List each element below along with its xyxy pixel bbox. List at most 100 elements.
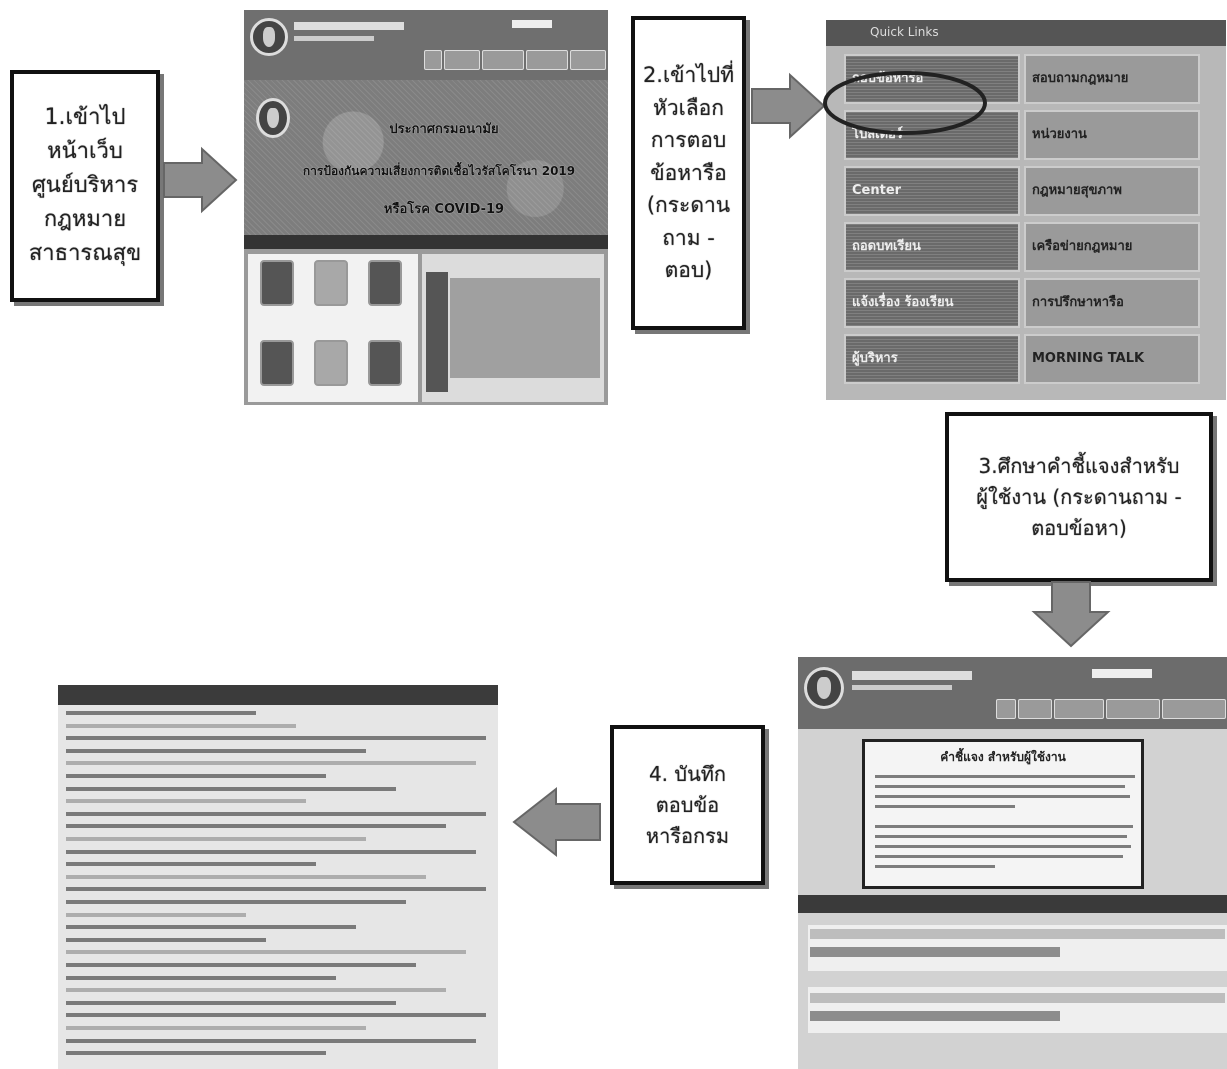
homepage-tile-1[interactable] [260,260,294,306]
record-row-line [66,849,476,854]
notice-text-line [875,865,995,868]
record-row-line [66,799,306,804]
banner-line-1: ประกาศกรมอนามัย [389,122,499,137]
quick-link-tile[interactable]: Center [844,166,1020,216]
record-row-line [66,774,326,778]
record-row-line [66,912,246,917]
forum-site-name [852,671,972,680]
record-row-line [66,1038,476,1043]
homepage-nav-4[interactable] [570,50,606,70]
quick-link-label: แจ้งเรื่อง ร้องเรียน [852,295,954,310]
homepage-tile-3[interactable] [368,260,402,306]
step-1-box: 1.เข้าไป หน้าเว็บ ศูนย์บริหาร กฎหมาย สาธ… [10,70,160,302]
homepage-news-thumb [426,272,448,392]
forum-table-2-row[interactable] [810,1011,1060,1021]
quick-link-label: ถอดบทเรียน [852,239,921,254]
homepage-site-name [294,22,404,30]
forum-home-button[interactable] [996,699,1016,719]
arrow-right-1 [160,145,240,215]
homepage-nav-3[interactable] [526,50,568,70]
record-row-line [66,937,266,942]
arrow-left-4 [510,785,604,859]
notice-text-line [875,835,1127,838]
forum-table-1-row[interactable] [810,947,1060,957]
record-row-line [66,887,486,892]
quick-link-tile[interactable]: ถอดบทเรียน [844,222,1020,272]
record-row-line [66,862,316,867]
record-row-line [66,874,426,879]
homepage-tile-5[interactable] [314,340,348,386]
step-4-box: 4. บันทึก ตอบข้อ หารือกรม [610,725,765,885]
record-row-line [66,723,296,728]
notice-text-line [875,825,1133,828]
step-3-text: 3.ศึกษาคำชี้แจงสำหรับ ผู้ใช้งาน (กระดานถ… [976,453,1182,540]
step-2-text: 2.เข้าไปที่ หัวเลือก การตอบ ข้อหารือ (กร… [642,63,735,283]
quick-link-tile[interactable]: หน่วยงาน [1024,110,1200,160]
forum-screenshot: คำชี้แจง สำหรับผู้ใช้งาน [798,657,1227,1069]
homepage-home-button[interactable] [424,50,442,70]
record-row-line [66,1000,396,1005]
record-list-header [58,685,498,705]
quick-link-label: สอบถามกฎหมาย [1032,71,1129,86]
homepage-tile-2[interactable] [314,260,348,306]
quick-link-tile[interactable]: ผู้บริหาร [844,334,1020,384]
quick-link-tile[interactable]: กฎหมายสุขภาพ [1024,166,1200,216]
record-row-line [66,824,446,829]
step-1-text: 1.เข้าไป หน้าเว็บ ศูนย์บริหาร กฎหมาย สาธ… [28,104,142,267]
record-row-line [66,711,256,715]
homepage-news-video [450,278,600,378]
forum-table-1-header [810,929,1225,939]
record-row-line [66,1026,366,1030]
quick-links-screenshot: Quick Links ถอบข้อหารือสอบถามกฎหมายโปสเต… [826,20,1226,400]
step-4-text: 4. บันทึก ตอบข้อ หารือกรม [645,761,730,848]
record-row-line [66,925,356,930]
record-row-line [66,786,396,791]
homepage-search[interactable] [512,20,552,28]
arrow-down-3 [1030,580,1112,650]
forum-search[interactable] [1092,669,1152,678]
record-row-line [66,837,366,841]
record-row-line [66,1051,326,1056]
quick-links-header [826,20,1226,46]
quick-link-highlight [820,68,990,142]
quick-link-label: MORNING TALK [1032,351,1145,366]
quick-links-title: Quick Links [870,25,939,39]
record-row-line [66,900,406,904]
quick-link-tile[interactable]: การปรึกษาหารือ [1024,278,1200,328]
quick-link-label: Center [852,183,902,198]
quick-link-label: เครือข่ายกฎหมาย [1032,239,1133,254]
forum-nav-1[interactable] [1018,699,1052,719]
homepage-tile-4[interactable] [260,340,294,386]
quick-link-label: กฎหมายสุขภาพ [1032,183,1122,198]
homepage-logo [250,18,288,56]
banner-logo [256,98,290,138]
homepage-tile-6[interactable] [368,340,402,386]
record-row-line [66,1013,486,1018]
notice-text-line [875,785,1125,788]
homepage-nav-2[interactable] [482,50,524,70]
quick-link-tile[interactable]: แจ้งเรื่อง ร้องเรียน [844,278,1020,328]
quick-link-tile[interactable]: เครือข่ายกฎหมาย [1024,222,1200,272]
quick-link-label: การปรึกษาหารือ [1032,295,1124,310]
forum-table-2-header [810,993,1225,1003]
record-row-line [66,811,486,816]
forum-notice-title: คำชี้แจง สำหรับผู้ใช้งาน [940,750,1066,764]
record-row-line [66,988,446,993]
notice-text-line [875,805,1015,808]
quick-link-tile[interactable]: สอบถามกฎหมาย [1024,54,1200,104]
forum-notice-box: คำชี้แจง สำหรับผู้ใช้งาน [862,739,1144,889]
forum-nav-4[interactable] [1162,699,1226,719]
notice-text-line [875,845,1131,848]
forum-nav-2[interactable] [1054,699,1104,719]
quick-link-tile[interactable]: MORNING TALK [1024,334,1200,384]
banner-line-3: หรือโรค COVID-19 [383,202,505,217]
forum-site-subname [852,685,952,690]
quick-link-tile[interactable]: โปสเตอร์ [844,110,1020,160]
record-row-line [66,963,416,967]
record-list-body [58,707,498,1069]
forum-nav-3[interactable] [1106,699,1160,719]
record-row-line [66,748,366,753]
homepage-nav-1[interactable] [444,50,480,70]
homepage-screenshot: ประกาศกรมอนามัย การป้องกันความเสี่ยงการต… [244,10,608,405]
